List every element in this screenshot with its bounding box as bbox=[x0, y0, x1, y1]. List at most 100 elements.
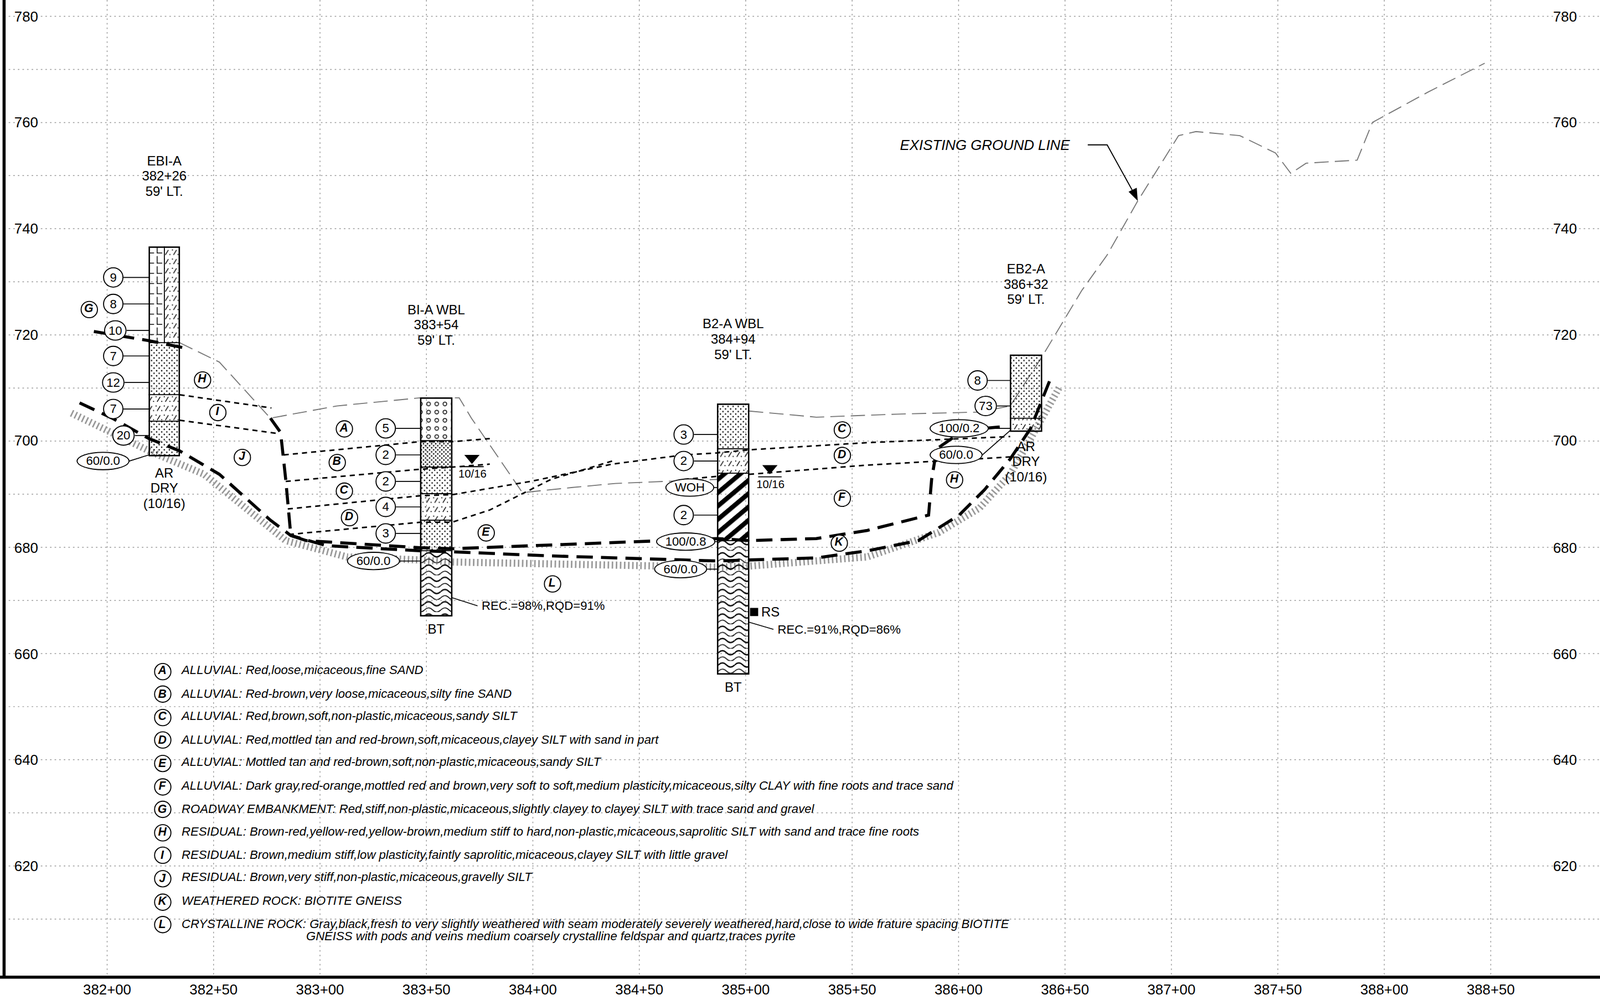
stratum-letter: C bbox=[339, 484, 348, 497]
stratum-key: L bbox=[153, 916, 171, 934]
grid-line bbox=[3, 334, 1600, 335]
boring-header: EBI-A 382+26 59' LT. bbox=[132, 152, 196, 199]
boring-column: BI-A WBL 383+54 59' LT.BT bbox=[420, 398, 452, 617]
station-label: 387+50 bbox=[1253, 982, 1303, 998]
blow-count-oval: 60/0.0 bbox=[930, 445, 983, 464]
sample-mark: RS bbox=[761, 605, 780, 619]
leader-line bbox=[395, 454, 421, 456]
core-recovery: REC.=91%,RQD=86% bbox=[777, 623, 901, 636]
elevation-label: 760 bbox=[14, 115, 39, 130]
stratum-key: D bbox=[153, 731, 171, 750]
stratum-letter: H bbox=[950, 473, 959, 486]
stratum-letter: G bbox=[84, 303, 94, 316]
stratum-letter: H bbox=[157, 827, 167, 839]
blow-count-text: 2 bbox=[382, 475, 390, 488]
legend-entry: RESIDUAL: Brown-red,yellow-red,yellow-br… bbox=[181, 825, 1029, 838]
stratum-key: I bbox=[153, 847, 171, 865]
stratum-key: H bbox=[193, 370, 211, 389]
leader-line bbox=[123, 408, 149, 410]
grid-line bbox=[3, 16, 1600, 17]
leader-line bbox=[123, 276, 149, 278]
stratum-key: A bbox=[153, 662, 171, 680]
blow-count: 2 bbox=[375, 471, 396, 493]
blow-count: 7 bbox=[102, 399, 124, 420]
blow-count-text: 2 bbox=[382, 448, 390, 462]
boring-note: BT bbox=[412, 621, 461, 637]
stratum-key: I bbox=[208, 403, 226, 421]
leader-line bbox=[693, 514, 717, 516]
legend-entry: ALLUVIAL: Red,mottled tan and red-brown,… bbox=[181, 733, 1029, 746]
elevation-label: 740 bbox=[14, 221, 39, 236]
grid-line bbox=[1277, 0, 1278, 978]
leader-line bbox=[395, 427, 421, 430]
blow-count-text: 12 bbox=[106, 376, 121, 389]
blow-count: 4 bbox=[375, 497, 396, 518]
station-label: 387+00 bbox=[1147, 982, 1196, 998]
grid-line bbox=[3, 865, 1600, 867]
leader-line bbox=[693, 460, 717, 462]
leader-line bbox=[128, 455, 149, 462]
blow-count: 2 bbox=[673, 451, 694, 472]
stratum-key: D bbox=[340, 508, 358, 526]
legend-entry: ALLUVIAL: Dark gray,red-orange,mottled r… bbox=[181, 779, 1029, 792]
leader-line bbox=[395, 506, 421, 508]
blow-count-oval: 100/0.2 bbox=[929, 419, 989, 438]
boring-note: AR DRY (10/16) bbox=[1002, 439, 1051, 485]
boring-note: BT bbox=[709, 679, 758, 696]
elevation-label: 720 bbox=[14, 327, 39, 343]
core-recovery: REC.=98%,RQD=91% bbox=[481, 600, 606, 613]
leader-line bbox=[123, 303, 149, 305]
stratum-letter: L bbox=[158, 919, 167, 931]
blow-count-text: 60/0.0 bbox=[356, 555, 391, 568]
blow-count-oval: 60/0.0 bbox=[654, 560, 707, 579]
blow-count: 10 bbox=[104, 320, 127, 342]
blow-count: 73 bbox=[974, 395, 998, 417]
stratum-letter: F bbox=[838, 492, 846, 504]
elevation-label: 640 bbox=[14, 752, 39, 768]
stratum-key: B bbox=[328, 453, 346, 471]
boring-header: BI-A WBL 383+54 59' LT. bbox=[404, 302, 468, 349]
station-label: 386+50 bbox=[1040, 982, 1089, 998]
boring-note: AR DRY (10/16) bbox=[140, 465, 189, 512]
grid-line bbox=[3, 600, 1600, 601]
blow-count: 9 bbox=[102, 267, 124, 288]
station-label: 382+50 bbox=[189, 982, 238, 998]
blow-count-oval: 100/0.8 bbox=[656, 532, 716, 551]
stratum-key: K bbox=[153, 893, 171, 911]
stratum-key: K bbox=[829, 534, 848, 552]
leader-line bbox=[395, 533, 421, 535]
blow-count-text: 2 bbox=[680, 455, 688, 468]
elevation-label: 660 bbox=[14, 646, 39, 662]
blow-count: 20 bbox=[111, 425, 135, 447]
blow-count-text: 7 bbox=[109, 403, 117, 416]
blow-count-text: 100/0.2 bbox=[938, 422, 980, 435]
leader-line bbox=[987, 380, 1011, 382]
stratum-letter: E bbox=[158, 757, 167, 770]
stratum-key: H bbox=[945, 471, 963, 489]
stratum-key: A bbox=[334, 419, 353, 437]
grid-line bbox=[3, 228, 1600, 230]
stratum-letter: C bbox=[157, 711, 167, 724]
grid-line bbox=[1384, 0, 1385, 978]
stratum-letter: D bbox=[837, 448, 846, 461]
blow-count-text: 100/0.8 bbox=[665, 535, 707, 549]
elevation-label: 660 bbox=[1552, 646, 1577, 662]
station-label: 384+50 bbox=[615, 982, 664, 998]
elevation-label: 780 bbox=[14, 9, 39, 24]
blow-count-text: 60/0.0 bbox=[85, 455, 121, 468]
grid-line bbox=[3, 122, 1600, 123]
elevation-label: 740 bbox=[1552, 221, 1577, 236]
legend-entry: WEATHERED ROCK: BIOTITE GNEISS bbox=[181, 894, 1029, 907]
stratum-letter: I bbox=[215, 406, 220, 418]
station-label: 388+50 bbox=[1466, 982, 1515, 998]
blow-count-text: 20 bbox=[116, 429, 131, 442]
leader-line bbox=[126, 329, 149, 332]
blow-count-oval: WOH bbox=[665, 478, 714, 497]
legend-entry: RESIDUAL: Brown,medium stiff,low plastic… bbox=[181, 848, 1029, 861]
water-level-date: 10/16 bbox=[756, 478, 785, 490]
stratum-letter: G bbox=[157, 803, 168, 816]
blow-count: 2 bbox=[375, 445, 396, 466]
stratum-letter: A bbox=[339, 422, 348, 435]
station-label: 383+50 bbox=[402, 982, 451, 998]
